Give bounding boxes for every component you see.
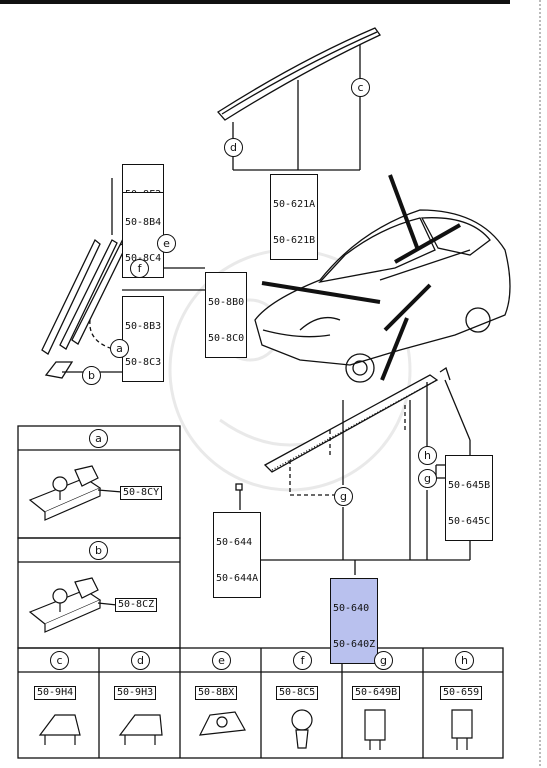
detail-c-letter: c [50,651,69,670]
callout-g-right: g [418,469,437,488]
detail-d-part[interactable]: 50-9H3 [114,686,157,700]
detail-b-part[interactable]: 50-8CZ [115,598,158,612]
detail-e-part[interactable]: 50-8BX [195,686,238,700]
detail-b-letter: b [89,541,108,560]
label-50-8B0[interactable]: 50-8B0 50-8C0 [205,272,248,358]
label-50-8B3[interactable]: 50-8B3 50-8C3 [122,296,165,382]
part-50-645B: 50-645B [448,480,491,491]
detail-a-letter: a [89,429,108,448]
detail-c-part[interactable]: 50-9H4 [34,686,77,700]
part-50-644: 50-644 [216,537,253,548]
part-50-621B: 50-621B [273,235,316,246]
pillar-moldings [41,178,205,379]
part-50-8B3: 50-8B3 [125,321,162,332]
part-50-644A: 50-644A [216,573,259,584]
detail-table [17,425,504,759]
pointer-arrows [261,174,461,381]
detail-d-letter: d [131,651,150,670]
top-border [0,0,510,4]
callout-e: e [157,234,176,253]
label-50-621[interactable]: 50-621A 50-621B [270,174,319,260]
callout-d: d [224,138,243,157]
part-50-8B0: 50-8B0 [208,297,245,308]
part-50-640Z: 50-640Z [333,639,376,650]
callout-a: a [110,339,129,358]
label-50-644[interactable]: 50-644 50-644A [213,512,262,598]
detail-h-part[interactable]: 50-659 [440,686,483,700]
callout-c: c [351,78,370,97]
label-50-645[interactable]: 50-645B 50-645C [445,455,494,541]
detail-g-letter: g [374,651,393,670]
part-50-640: 50-640 [333,603,370,614]
detail-h-letter: h [455,651,474,670]
detail-a-part[interactable]: 50-8CY [120,486,163,500]
fastener-drawings [38,709,473,750]
callout-g: g [334,487,353,506]
part-50-8C4: 50-8C4 [125,253,162,264]
roof-molding [217,27,381,171]
label-50-640[interactable]: 50-640 50-640Z [330,578,379,664]
detail-e-letter: e [212,651,231,670]
detail-g-part[interactable]: 50-649B [352,686,401,700]
part-50-8C3: 50-8C3 [125,357,162,368]
detail-f-part[interactable]: 50-8C5 [276,686,319,700]
callout-b: b [82,366,101,385]
clip-b-drawing [28,577,118,633]
part-50-645C: 50-645C [448,516,491,527]
callout-h: h [418,446,437,465]
detail-f-letter: f [293,651,312,670]
part-50-8B4: 50-8B4 [125,217,162,228]
part-50-8C0: 50-8C0 [208,333,245,344]
callout-f: f [130,259,149,278]
clip-a-drawing [28,465,123,521]
part-50-621A: 50-621A [273,199,316,210]
car-body [254,209,511,383]
